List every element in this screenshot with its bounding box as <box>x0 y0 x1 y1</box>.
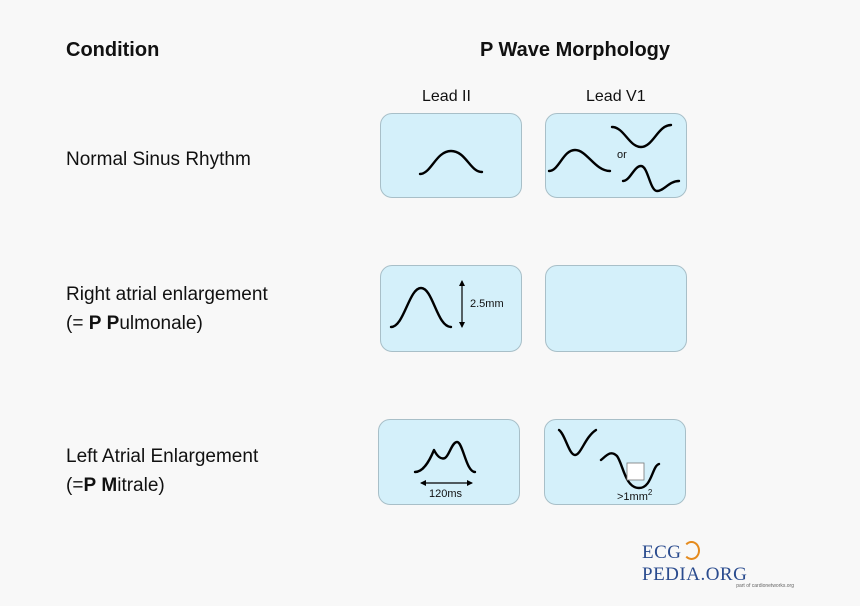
ecgpedia-logo: ECGPEDIA.ORG part of cardionetworks.org <box>642 541 802 589</box>
condition-right-atrial: Right atrial enlargement (= P Pulmonale) <box>66 280 268 338</box>
panel-normal-lead-ii <box>380 113 522 198</box>
area-label: >1mm2 <box>617 488 653 503</box>
condition-left-atrial: Left Atrial Enlargement (=P Mitrale) <box>66 442 258 500</box>
condition-name: Normal Sinus Rhythm <box>66 149 251 170</box>
condition-name: Left Atrial Enlargement <box>66 446 259 467</box>
condition-alias: (=P Mitrale) <box>66 475 165 496</box>
morphology-header: P Wave Morphology <box>480 39 671 61</box>
height-label: 2.5mm <box>470 298 504 310</box>
biphasic-p-wave: >1mm2 <box>557 428 661 503</box>
condition-name: Right atrial enlargement <box>66 284 268 305</box>
normal-v1-waves: or <box>547 123 681 193</box>
panel-mitrale-lead-v1: >1mm2 <box>544 419 686 505</box>
panel-mitrale-lead-ii: 120ms <box>378 419 520 505</box>
condition-normal-sinus: Normal Sinus Rhythm <box>66 145 251 174</box>
peaked-p-wave: 2.5mm <box>389 280 504 329</box>
or-label: or <box>617 149 627 161</box>
duration-label: 120ms <box>429 488 463 500</box>
lead-ii-label: Lead II <box>422 88 471 105</box>
panel-pulmonale-lead-v1 <box>545 265 687 352</box>
logo-text: ECGPEDIA.ORG <box>642 541 748 585</box>
panel-normal-lead-v1: or <box>545 113 687 198</box>
notched-p-wave: 120ms <box>413 440 477 500</box>
normal-p-wave <box>418 149 484 176</box>
logo-subtitle: part of cardionetworks.org <box>736 583 794 589</box>
condition-header: Condition <box>66 39 160 61</box>
panel-pulmonale-lead-ii: 2.5mm <box>380 265 522 352</box>
lead-v1-label: Lead V1 <box>586 88 646 105</box>
logo-swirl-icon <box>682 541 700 560</box>
area-square <box>626 462 645 481</box>
condition-alias: (= P Pulmonale) <box>66 313 203 334</box>
